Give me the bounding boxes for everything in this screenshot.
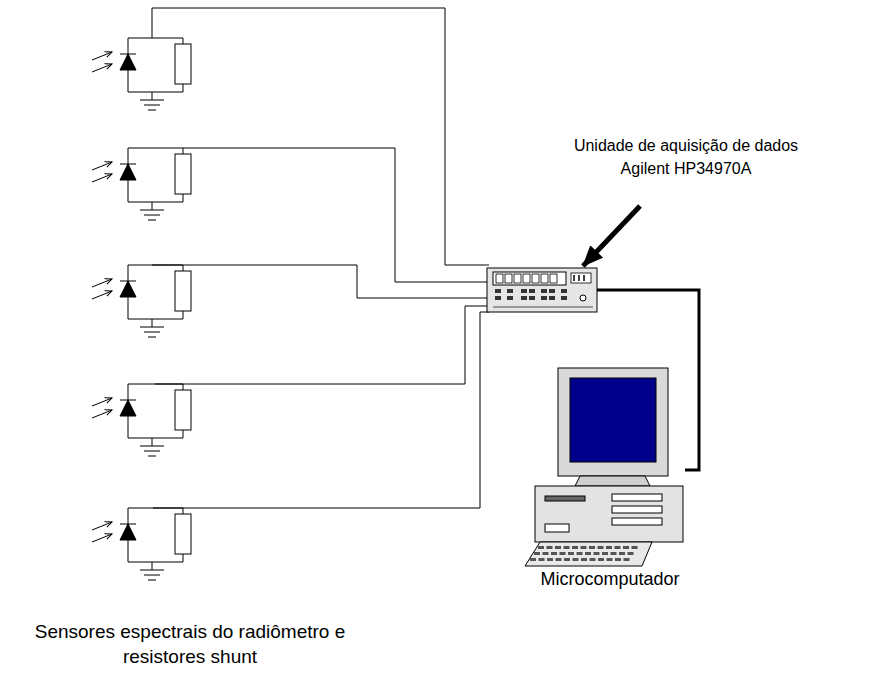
computer-box: Microcomputador — [520, 365, 700, 590]
computer — [525, 368, 683, 566]
signal-wires — [152, 8, 489, 508]
sensor-circuits — [92, 38, 191, 580]
daq-unit-box: Unidade de aquisição de dados Agilent HP… — [487, 268, 597, 312]
computer-label: Microcomputador — [520, 569, 700, 590]
data-cable — [597, 290, 699, 470]
sensor-caption: Sensores espectrais do radiômetro e resi… — [4, 619, 376, 669]
callout-heading: Unidade de aquisição de dados Agilent HP… — [555, 134, 817, 180]
callout-arrow — [583, 206, 640, 266]
daq-unit — [487, 268, 597, 312]
